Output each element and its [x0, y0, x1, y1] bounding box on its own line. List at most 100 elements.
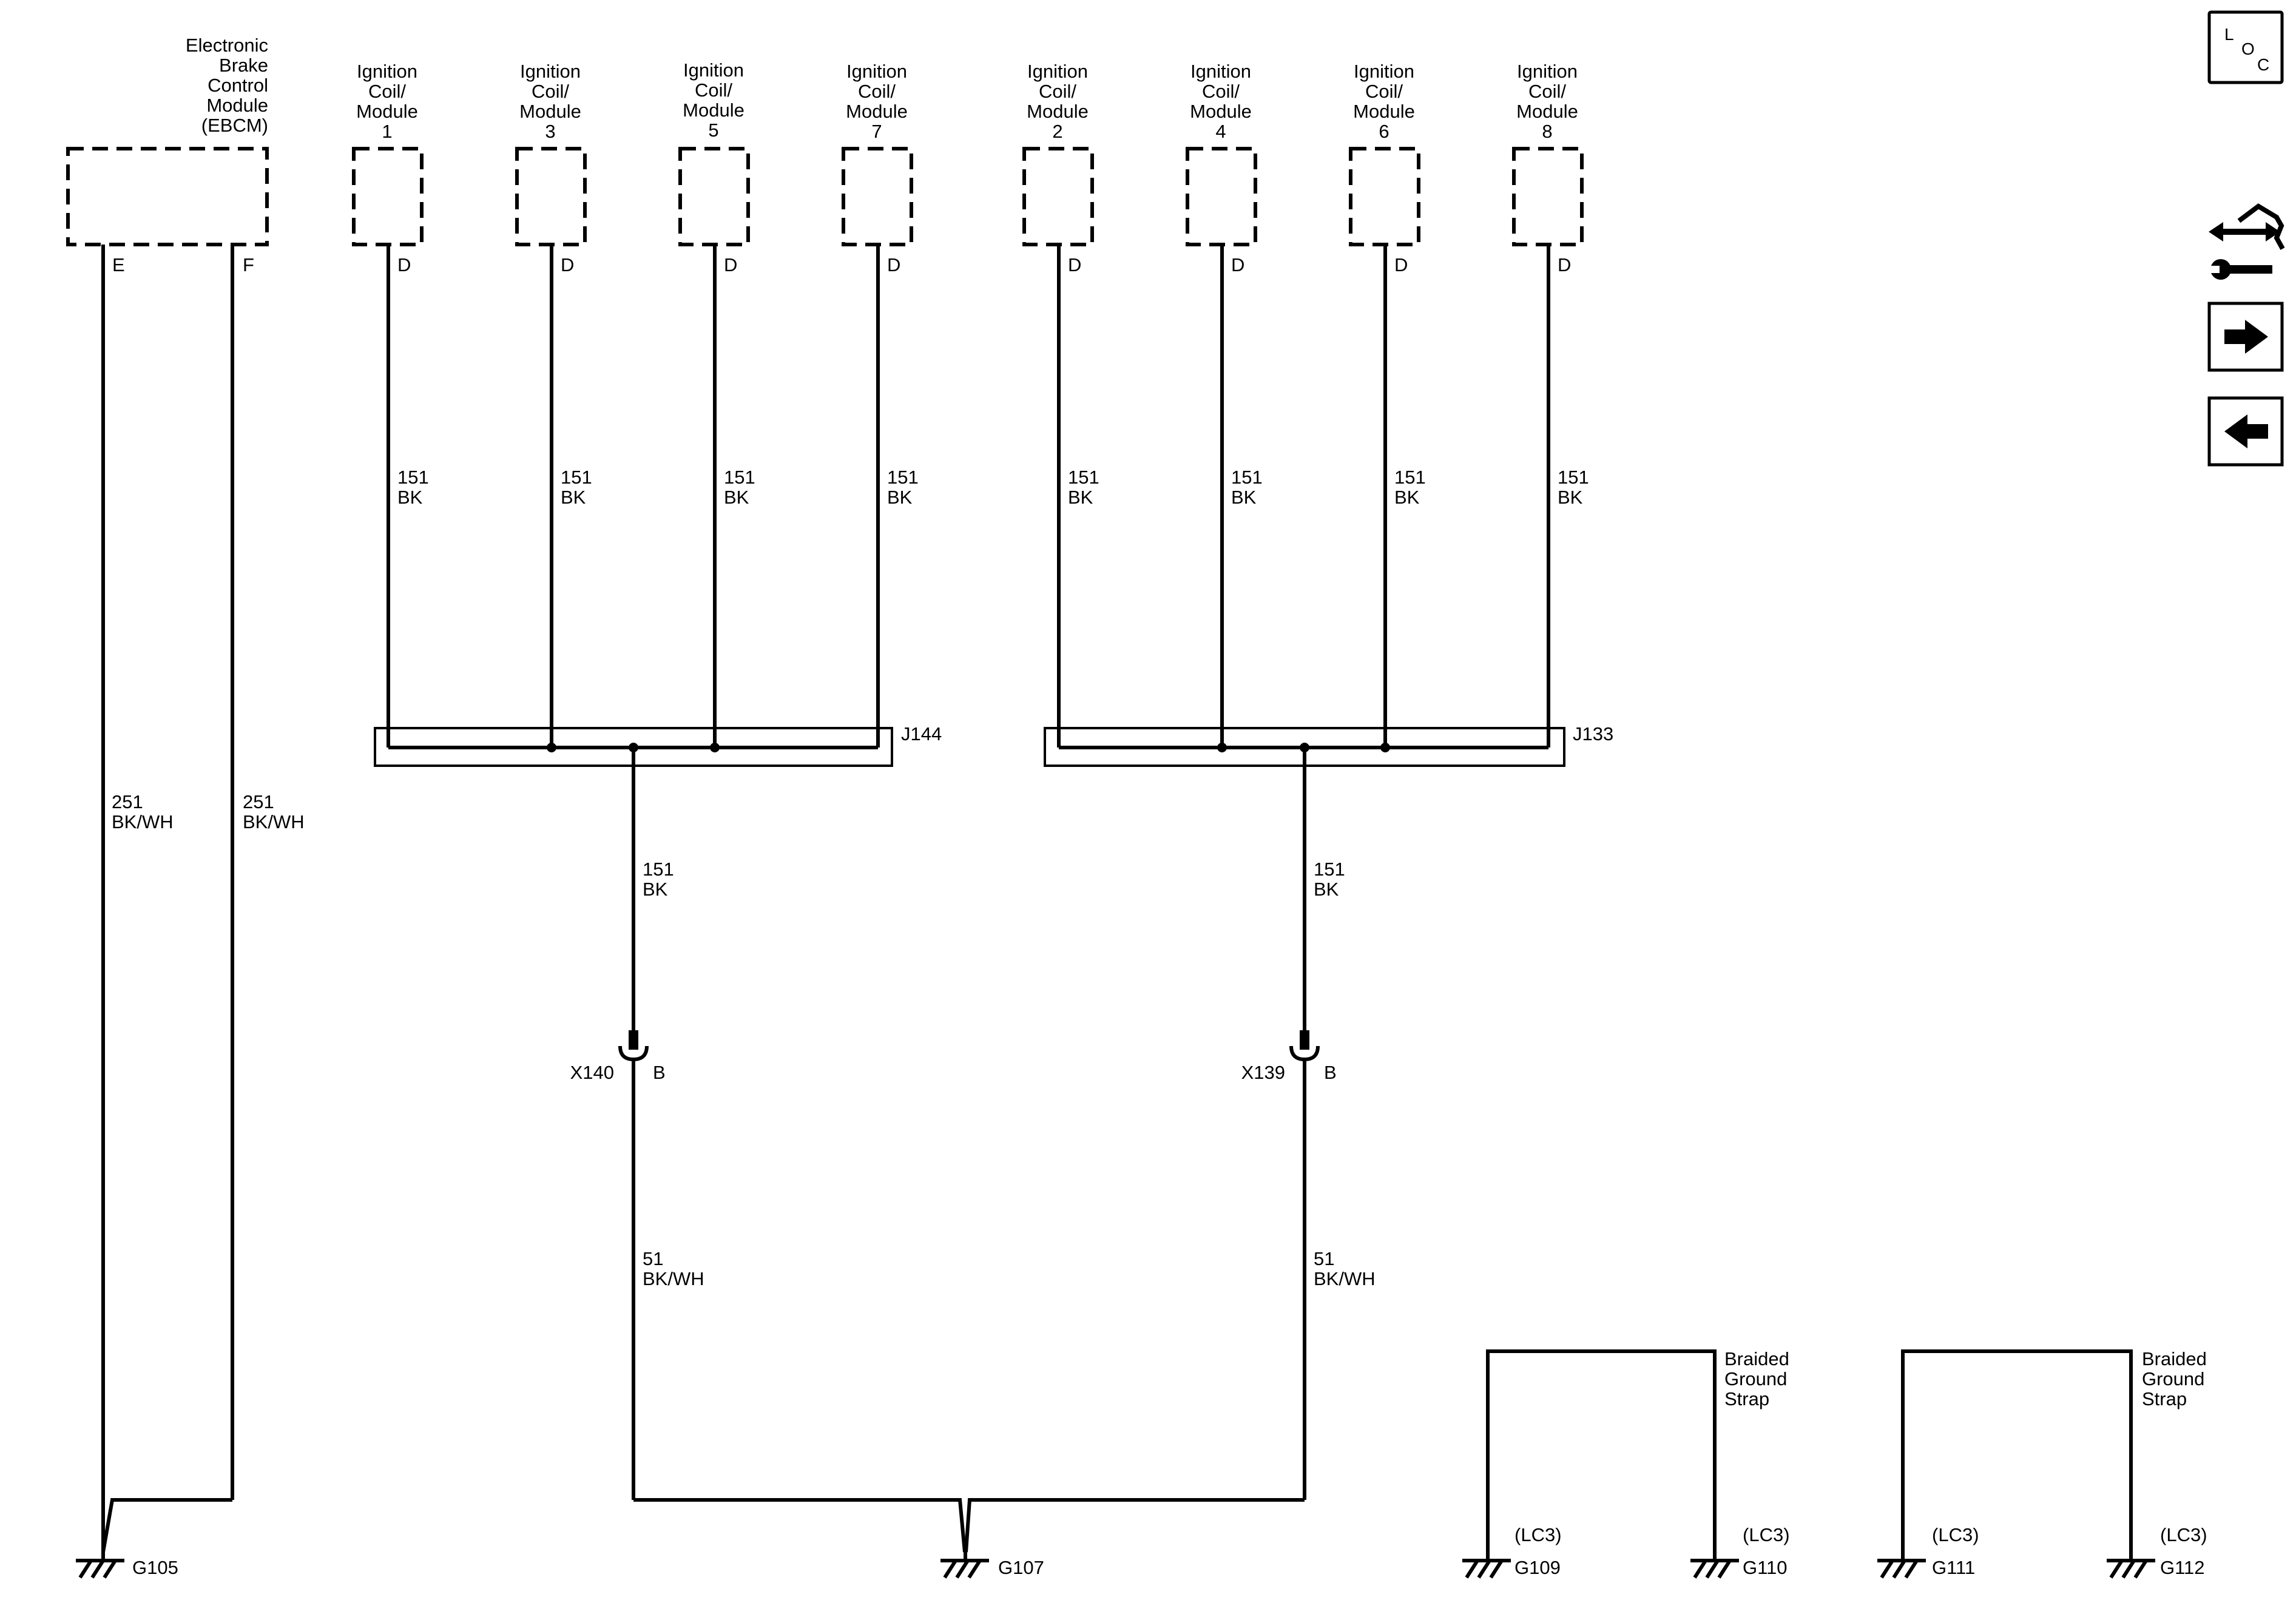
splice-node [547, 743, 556, 752]
ground-label-g111: G111 [1932, 1557, 1975, 1578]
next-page-button[interactable] [2207, 302, 2284, 372]
strap2-label-line3: Strap [2142, 1388, 2187, 1409]
coil5-label-2: Coil/ [695, 79, 732, 101]
ground-label-g110: G110 [1743, 1557, 1788, 1578]
ground-label-g112: G112 [2160, 1557, 2205, 1578]
coil3-wire-circuit: 151 [561, 467, 592, 488]
coil7-label-2: Coil/ [858, 81, 896, 102]
trunk-right-ground-circuit: 51 [1314, 1248, 1334, 1269]
ignition-coil-module-7: Ignition Coil/ Module 7 D 151 BK [842, 61, 919, 748]
coil4-label-3: Module [1190, 101, 1252, 122]
trunk-left-ground-color: BK/WH [643, 1268, 704, 1289]
previous-page-button[interactable] [2207, 396, 2284, 467]
ignition-coil-module-5: Ignition Coil/ Module 5 D 151 BK [678, 59, 755, 748]
coil3-label-4: 3 [545, 121, 555, 142]
splice-pack-j133: J133 [1044, 723, 1613, 767]
coil3-label-1: Ignition [520, 61, 581, 82]
coil1-label-4: 1 [382, 121, 392, 142]
coil1-label-2: Coil/ [368, 81, 406, 102]
wire-color-251-f: BK/WH [243, 811, 305, 832]
wire-color-251-e: BK/WH [112, 811, 174, 832]
splice-node [710, 743, 720, 752]
coil6-wire-color: BK [1394, 487, 1420, 508]
coil5-wire-circuit: 151 [724, 467, 755, 488]
g109-option-label: (LC3) [1514, 1524, 1562, 1545]
arrow-right-icon [2224, 320, 2268, 354]
coil8-label-2: Coil/ [1528, 81, 1566, 102]
coil4-label-1: Ignition [1190, 61, 1251, 82]
location-icon[interactable]: L O C [2207, 10, 2284, 84]
braided-ground-strap-1: Braided Ground Strap (LC3) (LC3) [1486, 1348, 1790, 1561]
coil8-label-4: 8 [1542, 121, 1552, 142]
coil2-pin-d: D [1068, 254, 1081, 275]
ebcm-component: Electronic Brake Control Module (EBCM) E… [66, 35, 269, 275]
ignition-coil-module-2: Ignition Coil/ Module 2 D 151 BK [1022, 61, 1099, 748]
g112-option-label: (LC3) [2160, 1524, 2207, 1545]
connector-x140-pin: B [653, 1062, 666, 1083]
coil4-wire-circuit: 151 [1231, 467, 1263, 488]
coil6-wire-circuit: 151 [1394, 467, 1426, 488]
coil5-label-4: 5 [708, 120, 718, 141]
ebcm-label-line5: (EBCM) [201, 115, 268, 136]
ground-label-g109: G109 [1514, 1557, 1561, 1578]
coil1-outline [352, 147, 424, 246]
ebcm-outline [66, 147, 269, 246]
coil3-outline [515, 147, 587, 246]
coil2-wire-color: BK [1068, 487, 1093, 508]
coil8-pin-d: D [1558, 254, 1571, 275]
coil4-label-4: 4 [1215, 121, 1226, 142]
coil3-label-2: Coil/ [532, 81, 569, 102]
strap2-label-line1: Braided [2142, 1348, 2207, 1369]
coil7-pin-d: D [887, 254, 900, 275]
connector-x140-male [629, 1030, 638, 1050]
wire-label-251-e: 251 [112, 791, 143, 812]
ground-g109: G109 [1462, 1557, 1561, 1579]
coil2-label-3: Module [1027, 101, 1089, 122]
trunk-left-circuit: 151 [643, 859, 674, 880]
coil2-wire-circuit: 151 [1068, 467, 1099, 488]
loc-letter-o: O [2241, 39, 2255, 58]
ebcm-label-line1: Electronic [186, 35, 268, 56]
strap1-label-line2: Ground [1724, 1368, 1787, 1389]
coil6-label-3: Module [1353, 101, 1415, 122]
trunk-left-color: BK [643, 879, 668, 900]
trunk-right-color: BK [1314, 879, 1339, 900]
loc-letter-c: C [2257, 55, 2269, 74]
ground-g111: G111 [1877, 1557, 1975, 1579]
ebcm-pin-e: E [112, 254, 125, 275]
coil5-pin-d: D [724, 254, 737, 275]
coil7-wire-circuit: 151 [887, 467, 919, 488]
coil6-outline [1349, 147, 1420, 246]
ignition-coil-module-6: Ignition Coil/ Module 6 D 151 BK [1349, 61, 1426, 748]
arrow-left-icon [2224, 414, 2268, 448]
ebcm-ground-wires: 251 BK/WH 251 BK/WH [101, 245, 305, 1553]
coil2-label-4: 2 [1052, 121, 1062, 142]
coil2-label-2: Coil/ [1039, 81, 1076, 102]
coil1-label-1: Ignition [357, 61, 417, 82]
coil4-wire-color: BK [1231, 487, 1257, 508]
connector-x140-label: X140 [570, 1062, 614, 1083]
splice-label-j133: J133 [1573, 723, 1613, 744]
coil6-label-4: 6 [1379, 121, 1389, 142]
wrench-vehicle-icon[interactable] [2209, 203, 2285, 280]
coil5-label-1: Ignition [683, 59, 744, 81]
g111-option-label: (LC3) [1932, 1524, 1979, 1545]
coil8-label-1: Ignition [1517, 61, 1578, 82]
g107-junction [633, 1498, 1305, 1553]
coil1-wire-color: BK [397, 487, 423, 508]
ignition-coil-module-8: Ignition Coil/ Module 8 D 151 BK [1512, 61, 1589, 748]
strap1-label-line1: Braided [1724, 1348, 1789, 1369]
right-ground-trunk: X139 B 151 BK 51 BK/WH [1241, 748, 1376, 1500]
g110-option-label: (LC3) [1743, 1524, 1790, 1545]
coil1-wire-circuit: 151 [397, 467, 429, 488]
wire-label-251-f: 251 [243, 791, 274, 812]
splice-node [1217, 743, 1227, 752]
connector-x139-label: X139 [1241, 1062, 1285, 1083]
coil2-outline [1022, 147, 1094, 246]
splice-label-j144: J144 [901, 723, 942, 744]
ground-label-g105: G105 [132, 1557, 178, 1578]
ground-g107: G107 [940, 1552, 1044, 1579]
trunk-left-ground-circuit: 51 [643, 1248, 663, 1269]
ground-label-g107: G107 [998, 1557, 1044, 1578]
